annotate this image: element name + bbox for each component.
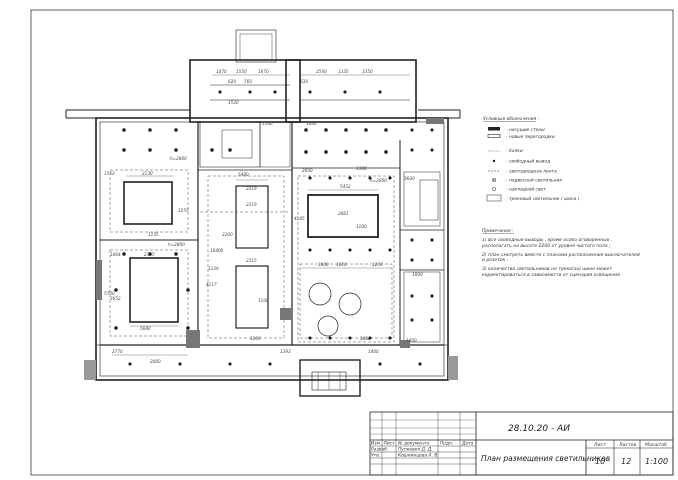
dim-mid-3: 2315 xyxy=(246,258,257,263)
legend-symbol-pendant xyxy=(491,177,497,183)
dim-mid-10: 1129 xyxy=(208,266,219,271)
name-developer: Пупкевич Д. Д. xyxy=(398,447,433,453)
legend-symbol-surface-light xyxy=(492,187,496,191)
dim-left-5: 5680 xyxy=(140,326,151,331)
dim-bottom-4: 1400 xyxy=(368,349,379,354)
dim-top-4: 2560 xyxy=(316,69,327,74)
dim-top-12: 1440 xyxy=(306,121,317,126)
hdr-date: Дата xyxy=(461,441,474,447)
dim-bottom-5: 1000 xyxy=(406,338,417,343)
dim-left-3: 2315 xyxy=(144,252,155,257)
dim-top-6: 1335 xyxy=(338,69,349,74)
dim-right-7: 1600 xyxy=(336,262,347,267)
dim-right-5: 1300 xyxy=(356,166,367,171)
dim-mid-4: 2200 xyxy=(222,232,233,237)
sheet-title: План размещения светильников xyxy=(481,454,610,463)
legend-surface-light: - накладной свет xyxy=(506,187,546,193)
role-developer: Разраб. xyxy=(371,447,388,453)
light-fixtures xyxy=(114,90,434,366)
dim-bottom-2: 2060 xyxy=(150,359,161,364)
height-2: h=2600 xyxy=(370,178,387,183)
dim-left-9: 1135 xyxy=(148,232,159,237)
dim-left-8: 1255 xyxy=(178,208,189,213)
legend-free-outlet: - свободный вывод xyxy=(506,159,550,165)
dim-top-9: 760 xyxy=(244,79,252,84)
dim-right-8: 1860 xyxy=(360,336,371,341)
dim-right-10: 2600 xyxy=(404,176,415,181)
dim-mid-7: 10400 xyxy=(210,248,224,253)
dim-right-4: 1800 xyxy=(318,262,329,267)
dim-top-11: 1520 xyxy=(228,100,239,105)
dim-bottom-6: 1000 xyxy=(412,272,423,277)
dim-mid-2: 2219 xyxy=(246,186,257,191)
dim-top-8: 620 xyxy=(228,79,236,84)
notes: Примечания : 1) Все свободные выводы , к… xyxy=(482,228,640,278)
dim-mid-8: 1106 xyxy=(258,298,269,303)
scale-value: 1:100 xyxy=(645,457,668,466)
dim-mid-1: 5480 xyxy=(238,172,249,177)
legend-symbol-bearing-walls xyxy=(488,127,500,131)
legend-title: Условные обозначения : xyxy=(483,116,540,122)
legend: Условные обозначения : - несущие стены -… xyxy=(483,116,580,202)
title-block-text: 28.10.20 - АИ План размещения светильник… xyxy=(371,424,668,466)
dim-left-2: 1553 xyxy=(104,171,115,176)
dim-right-3: 2861 xyxy=(338,211,349,216)
dimension-labels: 1070 1550 1670 2560 1140 1335 3350 620 7… xyxy=(104,69,423,364)
dim-top-3: 1670 xyxy=(258,69,269,74)
hdr-scale: Масштаб xyxy=(645,442,667,448)
dim-mid-9: 1200 xyxy=(250,336,261,341)
legend-pendant: - подвесной светильник xyxy=(506,178,562,184)
dim-mid-6: 4117 xyxy=(206,282,217,287)
dim-right-11: 4145 xyxy=(294,216,305,221)
sheets-total: 12 xyxy=(621,457,631,466)
dim-left-4: 1864 xyxy=(110,252,121,257)
sheet-frame xyxy=(30,9,674,476)
dim-top-1: 1070 xyxy=(216,69,227,74)
note-3: 3) количество светильников на треке(ах) … xyxy=(482,267,623,278)
dim-bottom-3: 1393 xyxy=(280,349,291,354)
dim-bottom-1: 2770 xyxy=(112,349,123,354)
dim-top-5: 1140 xyxy=(262,121,273,126)
dim-right-2: 1100 xyxy=(356,224,367,229)
legend-symbol-free-outlet xyxy=(492,159,496,163)
legend-symbol-new-partitions xyxy=(487,134,501,138)
legend-symbol-track-light xyxy=(486,194,502,202)
hdr-sheets-total: Листов xyxy=(618,442,636,448)
title-block xyxy=(369,411,674,476)
name-approved: Кошкинцева А. В. xyxy=(398,453,439,459)
notes-title: Примечания : xyxy=(482,228,514,234)
legend-bearing-walls: - несущие стены xyxy=(506,128,545,133)
dim-top-7: 3350 xyxy=(362,69,373,74)
legend-beams: - балки xyxy=(506,148,523,154)
dim-left-7: 3652 xyxy=(110,296,121,301)
legend-track-light: - трековый светильник ( шина ) xyxy=(506,196,580,202)
note-1: 1) Все свободные выводы , кроме особо ог… xyxy=(482,238,613,249)
dim-right-9: 2600 xyxy=(302,168,313,173)
hdr-sheet-no: Лист xyxy=(593,442,606,448)
hdr-doc: № документа xyxy=(397,441,429,447)
hdr-sign: Подп. xyxy=(440,441,453,447)
height-1: h=2800 xyxy=(170,156,187,161)
dim-left-6: 5700 xyxy=(104,291,115,296)
legend-new-partitions: - новые перегородки xyxy=(506,135,555,140)
notes-body: 1) Все свободные выводы , кроме особо ог… xyxy=(482,238,640,278)
sheet-no: 10 xyxy=(595,457,605,466)
floor-plan xyxy=(65,29,461,397)
legend-led-strip: - светодиодная лента xyxy=(506,170,557,175)
dim-top-10: 630 xyxy=(300,79,308,84)
hdr-izm: Изм. xyxy=(371,441,381,447)
dim-right-1: 5432 xyxy=(340,184,351,189)
dim-top-2: 1550 xyxy=(236,69,247,74)
drawing-code: 28.10.20 - АИ xyxy=(508,424,570,434)
dim-right-6: 1200 xyxy=(372,262,383,267)
dim-left-1: 2130 xyxy=(142,171,153,176)
role-approved: Утв. xyxy=(371,453,380,459)
note-2: 2) план смотреть вместе с планами распол… xyxy=(482,252,640,264)
dim-mid-5: 2219 xyxy=(246,202,257,207)
height-3: h=2800 xyxy=(168,242,185,247)
hdr-list: Лист xyxy=(383,441,396,447)
